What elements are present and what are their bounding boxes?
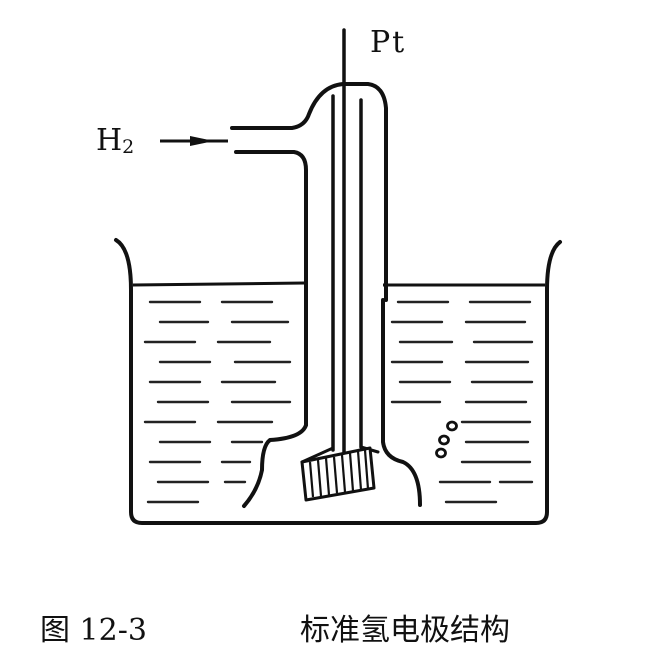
outer-tube-left-wall — [230, 82, 388, 302]
beaker-outline — [114, 238, 562, 525]
figure-number: 图 12-3 — [40, 613, 147, 648]
platinum-plate — [300, 446, 376, 502]
figure-title: 标准氢电极结构 — [300, 613, 510, 648]
bubble — [435, 447, 447, 459]
label-h2: H2 — [96, 123, 134, 158]
side-arm-lower — [234, 150, 308, 427]
bubble — [438, 434, 450, 446]
label-pt: Pt — [370, 25, 406, 60]
h2-inlet-arrow — [160, 136, 228, 146]
liquid-dashes — [143, 300, 534, 504]
liquid-surface-left — [132, 281, 306, 287]
bubble — [446, 420, 458, 432]
outer-tube-left-flare — [242, 423, 308, 508]
hydrogen-bubbles — [435, 420, 458, 459]
outer-tube-right-wall — [381, 298, 422, 507]
